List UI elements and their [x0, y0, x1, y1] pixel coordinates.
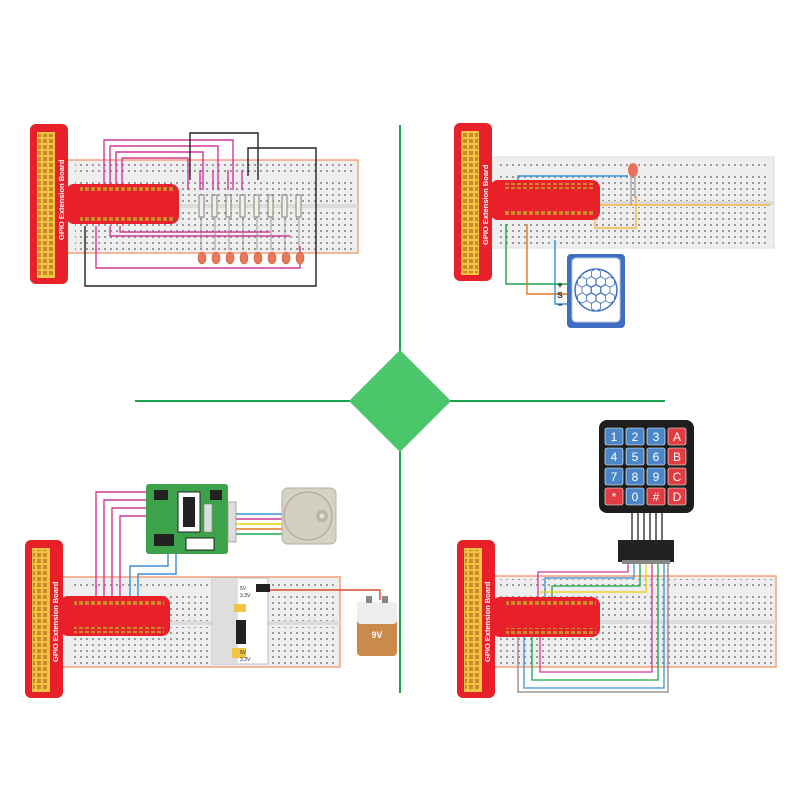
keypad-key-label: 7: [611, 470, 618, 484]
keypad-key[interactable]: 4: [604, 447, 624, 466]
gpio-board-label: GPIO Extension Board: [483, 581, 492, 662]
led: [197, 217, 207, 265]
gpio-board-label: GPIO Extension Board: [57, 159, 66, 240]
keypad-key[interactable]: A: [667, 427, 687, 446]
keypad-key[interactable]: 6: [646, 447, 666, 466]
keypad-key-label: 5: [632, 450, 639, 464]
pir-pin-signal: S: [557, 291, 563, 300]
pir-lens-cell: [591, 268, 601, 280]
keypad-key-label: #: [653, 490, 660, 504]
led: [253, 217, 263, 265]
keypad-key-label: 4: [611, 450, 618, 464]
gpio-extension-board: GPIO Extension Board: [457, 540, 600, 698]
led: [239, 217, 249, 265]
power-label-5v-bottom: 5V: [240, 650, 247, 656]
pir-lens-cell: [605, 276, 615, 288]
panel-top-right: + S − GPIO Extension Board: [454, 123, 775, 328]
red-led: [628, 163, 638, 205]
keypad-key[interactable]: 5: [625, 447, 645, 466]
resistors: [198, 194, 302, 218]
keypad-key[interactable]: 2: [625, 427, 645, 446]
keypad-key[interactable]: 1: [604, 427, 624, 446]
led-row: [197, 217, 305, 265]
battery-label: 9V: [371, 630, 382, 640]
keypad-key[interactable]: C: [667, 467, 687, 486]
breadboard: [59, 576, 341, 668]
keypad-key-label: 9: [653, 470, 660, 484]
keypad-key[interactable]: D: [667, 487, 687, 506]
connector-pins: [622, 560, 670, 564]
keypad-key[interactable]: #: [646, 487, 666, 506]
pir-motion-sensor: + S −: [557, 254, 625, 328]
led: [225, 217, 235, 265]
keypad-key-label: 6: [653, 450, 660, 464]
keypad-connector: [618, 540, 674, 562]
gpio-extension-board: GPIO Extension Board: [454, 123, 600, 281]
gpio-extension-board: GPIO Extension Board: [25, 540, 170, 698]
stepper-driver-board: [146, 484, 228, 554]
keypad-key-label: 2: [632, 430, 639, 444]
pir-lens-cell: [591, 300, 601, 312]
battery-9v: 9V: [357, 596, 397, 656]
pir-pin-minus: −: [557, 300, 562, 310]
keypad-key-label: 0: [632, 490, 639, 504]
keypad-key[interactable]: 0: [625, 487, 645, 506]
led: [211, 217, 221, 265]
led: [267, 217, 277, 265]
keypad-key-label: A: [673, 430, 681, 444]
gpio-board-label: GPIO Extension Board: [51, 581, 60, 662]
keypad-key[interactable]: 7: [604, 467, 624, 486]
keypad-key-label: 1: [611, 430, 618, 444]
pir-pin-plus: +: [557, 280, 562, 290]
panel-top-left: GPIO Extension Board: [30, 124, 359, 287]
keypad-key-label: *: [612, 490, 617, 504]
gpio-board-label: GPIO Extension Board: [481, 164, 490, 245]
keypad-key[interactable]: 3: [646, 427, 666, 446]
keypad-key-label: 3: [653, 430, 660, 444]
keypad-key-label: B: [673, 450, 681, 464]
keypad-key[interactable]: 8: [625, 467, 645, 486]
motor-connector: [227, 501, 237, 543]
stepper-motor: [281, 487, 337, 545]
keypad-key[interactable]: *: [604, 487, 624, 506]
pir-lens-cell: [577, 292, 587, 304]
keypad-key[interactable]: 9: [646, 467, 666, 486]
center-diamond: [349, 350, 451, 452]
power-label-5v-top: 5V: [240, 586, 247, 592]
power-label-3v3-top: 3.3V: [240, 593, 251, 599]
power-supply-module: 5V 3.3V 5V 3.3V: [211, 577, 270, 665]
keypad-key-label: 8: [632, 470, 639, 484]
keypad-key-label: C: [673, 470, 682, 484]
panel-bottom-left: 5V 3.3V 5V 3.3V 9V GPIO Extension Board: [25, 484, 397, 698]
pir-lens-cell: [591, 284, 601, 296]
power-label-3v3-bottom: 3.3V: [240, 657, 251, 663]
keypad-key[interactable]: B: [667, 447, 687, 466]
pir-lens-cell: [605, 292, 615, 304]
pir-lens-cell: [577, 276, 587, 288]
led: [295, 217, 305, 265]
gpio-extension-board: GPIO Extension Board: [30, 124, 179, 284]
led: [281, 217, 291, 265]
keypad-key-label: D: [673, 490, 682, 504]
wires: [517, 510, 669, 693]
